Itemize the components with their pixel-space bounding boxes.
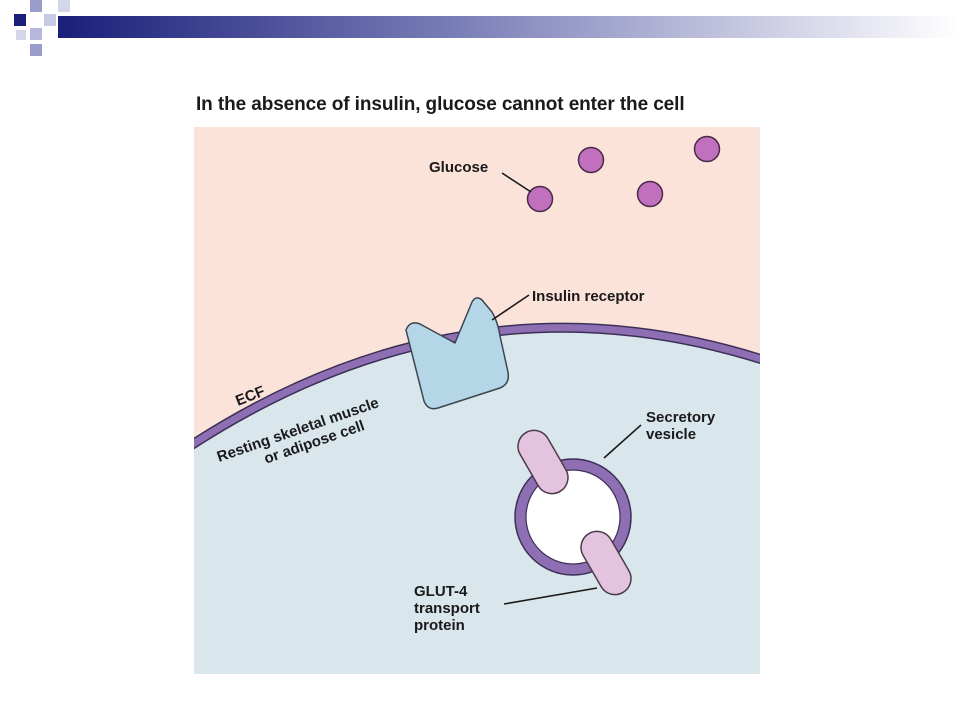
slide-header-bar xyxy=(14,0,960,56)
glucose-molecule xyxy=(636,180,664,208)
header-square-light xyxy=(30,44,42,56)
header-square-light xyxy=(58,0,70,12)
glucose-molecules xyxy=(526,135,721,213)
glucose-leader-line xyxy=(501,172,532,193)
glut4-label-line3: protein xyxy=(414,617,465,634)
header-square-dark xyxy=(14,14,26,26)
glut4-protein xyxy=(580,530,632,596)
header-square-light xyxy=(30,28,42,40)
glucose-molecule xyxy=(693,135,721,163)
header-square-light xyxy=(16,30,26,40)
insulin-receptor xyxy=(405,297,510,410)
header-square-light xyxy=(44,14,56,26)
insulin-receptor-label: Insulin receptor xyxy=(532,288,645,305)
figure-title: In the absence of insulin, glucose canno… xyxy=(196,94,685,115)
glucose-molecule xyxy=(526,185,554,213)
vesicle-label-line2: vesicle xyxy=(646,426,696,443)
receptor-leader-line xyxy=(491,294,530,321)
vesicle-leader-line xyxy=(603,424,642,459)
leader-lines xyxy=(491,172,642,605)
vesicle-label-line1: Secretory xyxy=(646,409,716,426)
header-square-light xyxy=(30,0,42,12)
glut4-protein xyxy=(517,429,569,495)
glucose-molecule xyxy=(577,146,605,174)
header-gradient-bar xyxy=(58,16,960,38)
glucose-label: Glucose xyxy=(429,159,488,176)
glut4-label-line2: transport xyxy=(414,600,480,617)
glut4-leader-line xyxy=(503,587,598,605)
glut4-label-line1: GLUT-4 xyxy=(414,583,468,600)
